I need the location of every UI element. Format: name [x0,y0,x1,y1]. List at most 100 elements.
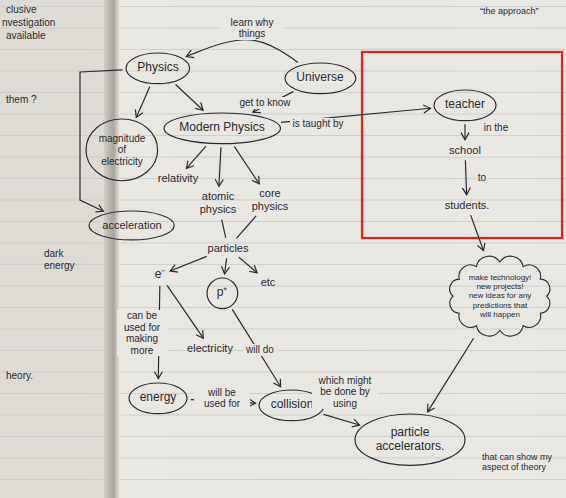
node-text: students. [445,199,490,212]
topic-oval: particle accelerators. [354,413,466,466]
concept-arrow [136,87,150,118]
node-body: Physics [137,61,178,75]
node-body: particle accelerators. [370,426,450,454]
topic-oval: teacher [433,89,497,122]
node-text: Physics [137,61,178,75]
concept-arrow [234,147,259,184]
edge-label: get to know [237,97,292,109]
particle-circle: p⁺ [206,277,239,310]
node-text: etc [261,276,276,289]
node-text: collision [271,398,314,412]
topic-oval: Physics [125,52,191,85]
note-text: them ? [6,94,37,106]
edge-label: which might be done by using [312,375,378,410]
node-text: relativity [158,172,198,185]
concept-arrow [186,40,298,63]
concept-arrow [239,257,257,272]
concept-arrow [471,215,484,251]
edge-label: learn why things [221,17,283,40]
note-text: nvestigation [2,17,55,29]
edge-label: is taught by [290,118,345,130]
node-text: Modern Physics [179,121,264,135]
concept-text: atomic physics [192,189,244,216]
node-body: etc [261,276,276,289]
concept-arrow [219,147,221,186]
note-text: dark energy [44,248,84,271]
node-text: p⁺ [217,286,228,300]
binding-shadow [104,0,120,498]
concept-text: particles [206,241,251,256]
node-text: make technology! new projects! new ideas… [468,273,532,319]
note-text: available [6,30,45,42]
note-text: heory. [6,370,33,382]
highlight-box [362,52,562,238]
topic-oval: Universe [284,62,357,95]
concept-arrow [167,285,203,338]
concept-arrow [225,258,227,274]
edge-label: will be used for [194,387,250,410]
concept-arrow [186,146,206,168]
concept-text: students. [443,198,492,213]
node-body: make technology! new projects! new ideas… [468,273,532,319]
concept-text: etc [259,275,278,290]
note-text: clusive [6,4,37,16]
node-body: Modern Physics [179,121,264,135]
node-text: core physics [248,187,293,212]
concept-arrow [465,160,466,194]
node-text: particles [208,242,249,255]
edge-label: can be used for making more [117,310,167,356]
node-body: e⁻ [155,268,166,282]
concept-arrow [428,338,474,412]
topic-oval: magnitude of electricity [85,118,159,182]
concept-arrow [324,414,360,425]
concept-arrow [170,256,207,271]
concept-text: relativity [156,171,200,186]
node-text: electricity [187,342,233,355]
edge-label: to [476,172,488,184]
edge-label: in the [482,122,510,134]
concept-text: core physics [246,186,295,213]
node-body: atomic physics [194,190,242,215]
concept-text: school [447,143,483,158]
node-text: e⁻ [155,268,166,282]
edge-label: will do [244,344,276,356]
node-body: core physics [248,187,293,212]
node-text: acceleration [102,219,161,232]
concept-arrow [176,84,204,110]
node-body: teacher [445,98,485,112]
node-text: particle accelerators. [370,426,450,454]
node-body: energy [140,391,177,405]
node-text: magnitude of electricity [98,133,146,168]
concept-arrow [232,309,280,386]
node-text: school [449,144,481,157]
topic-oval: energy [128,382,188,415]
idea-cloud: make technology! new projects! new ideas… [443,252,557,340]
concept-arrow [236,216,256,239]
node-text: teacher [445,98,485,112]
concept-arrow [464,124,465,139]
node-body: electricity [187,342,233,355]
concept-arrow [222,220,226,238]
node-text: atomic physics [194,190,242,215]
node-body: acceleration [102,219,161,232]
node-body: magnitude of electricity [98,133,146,168]
node-body: Universe [296,71,343,85]
node-body: school [449,144,481,157]
topic-oval: Modern Physics [163,112,281,145]
note-text: “the approach” [480,6,539,16]
note-text: that can show my aspect of theory [482,452,554,473]
node-body: relativity [158,172,198,185]
concept-text: electricity [185,341,235,356]
node-body: students. [445,199,490,212]
particle-symbol: e⁻ [153,267,168,283]
node-text: Universe [296,71,343,85]
topic-oval: acceleration [88,210,175,241]
node-body: collision [271,398,314,412]
node-body: particles [208,242,249,255]
node-text: energy [140,391,177,405]
node-body: p⁺ [217,286,228,300]
